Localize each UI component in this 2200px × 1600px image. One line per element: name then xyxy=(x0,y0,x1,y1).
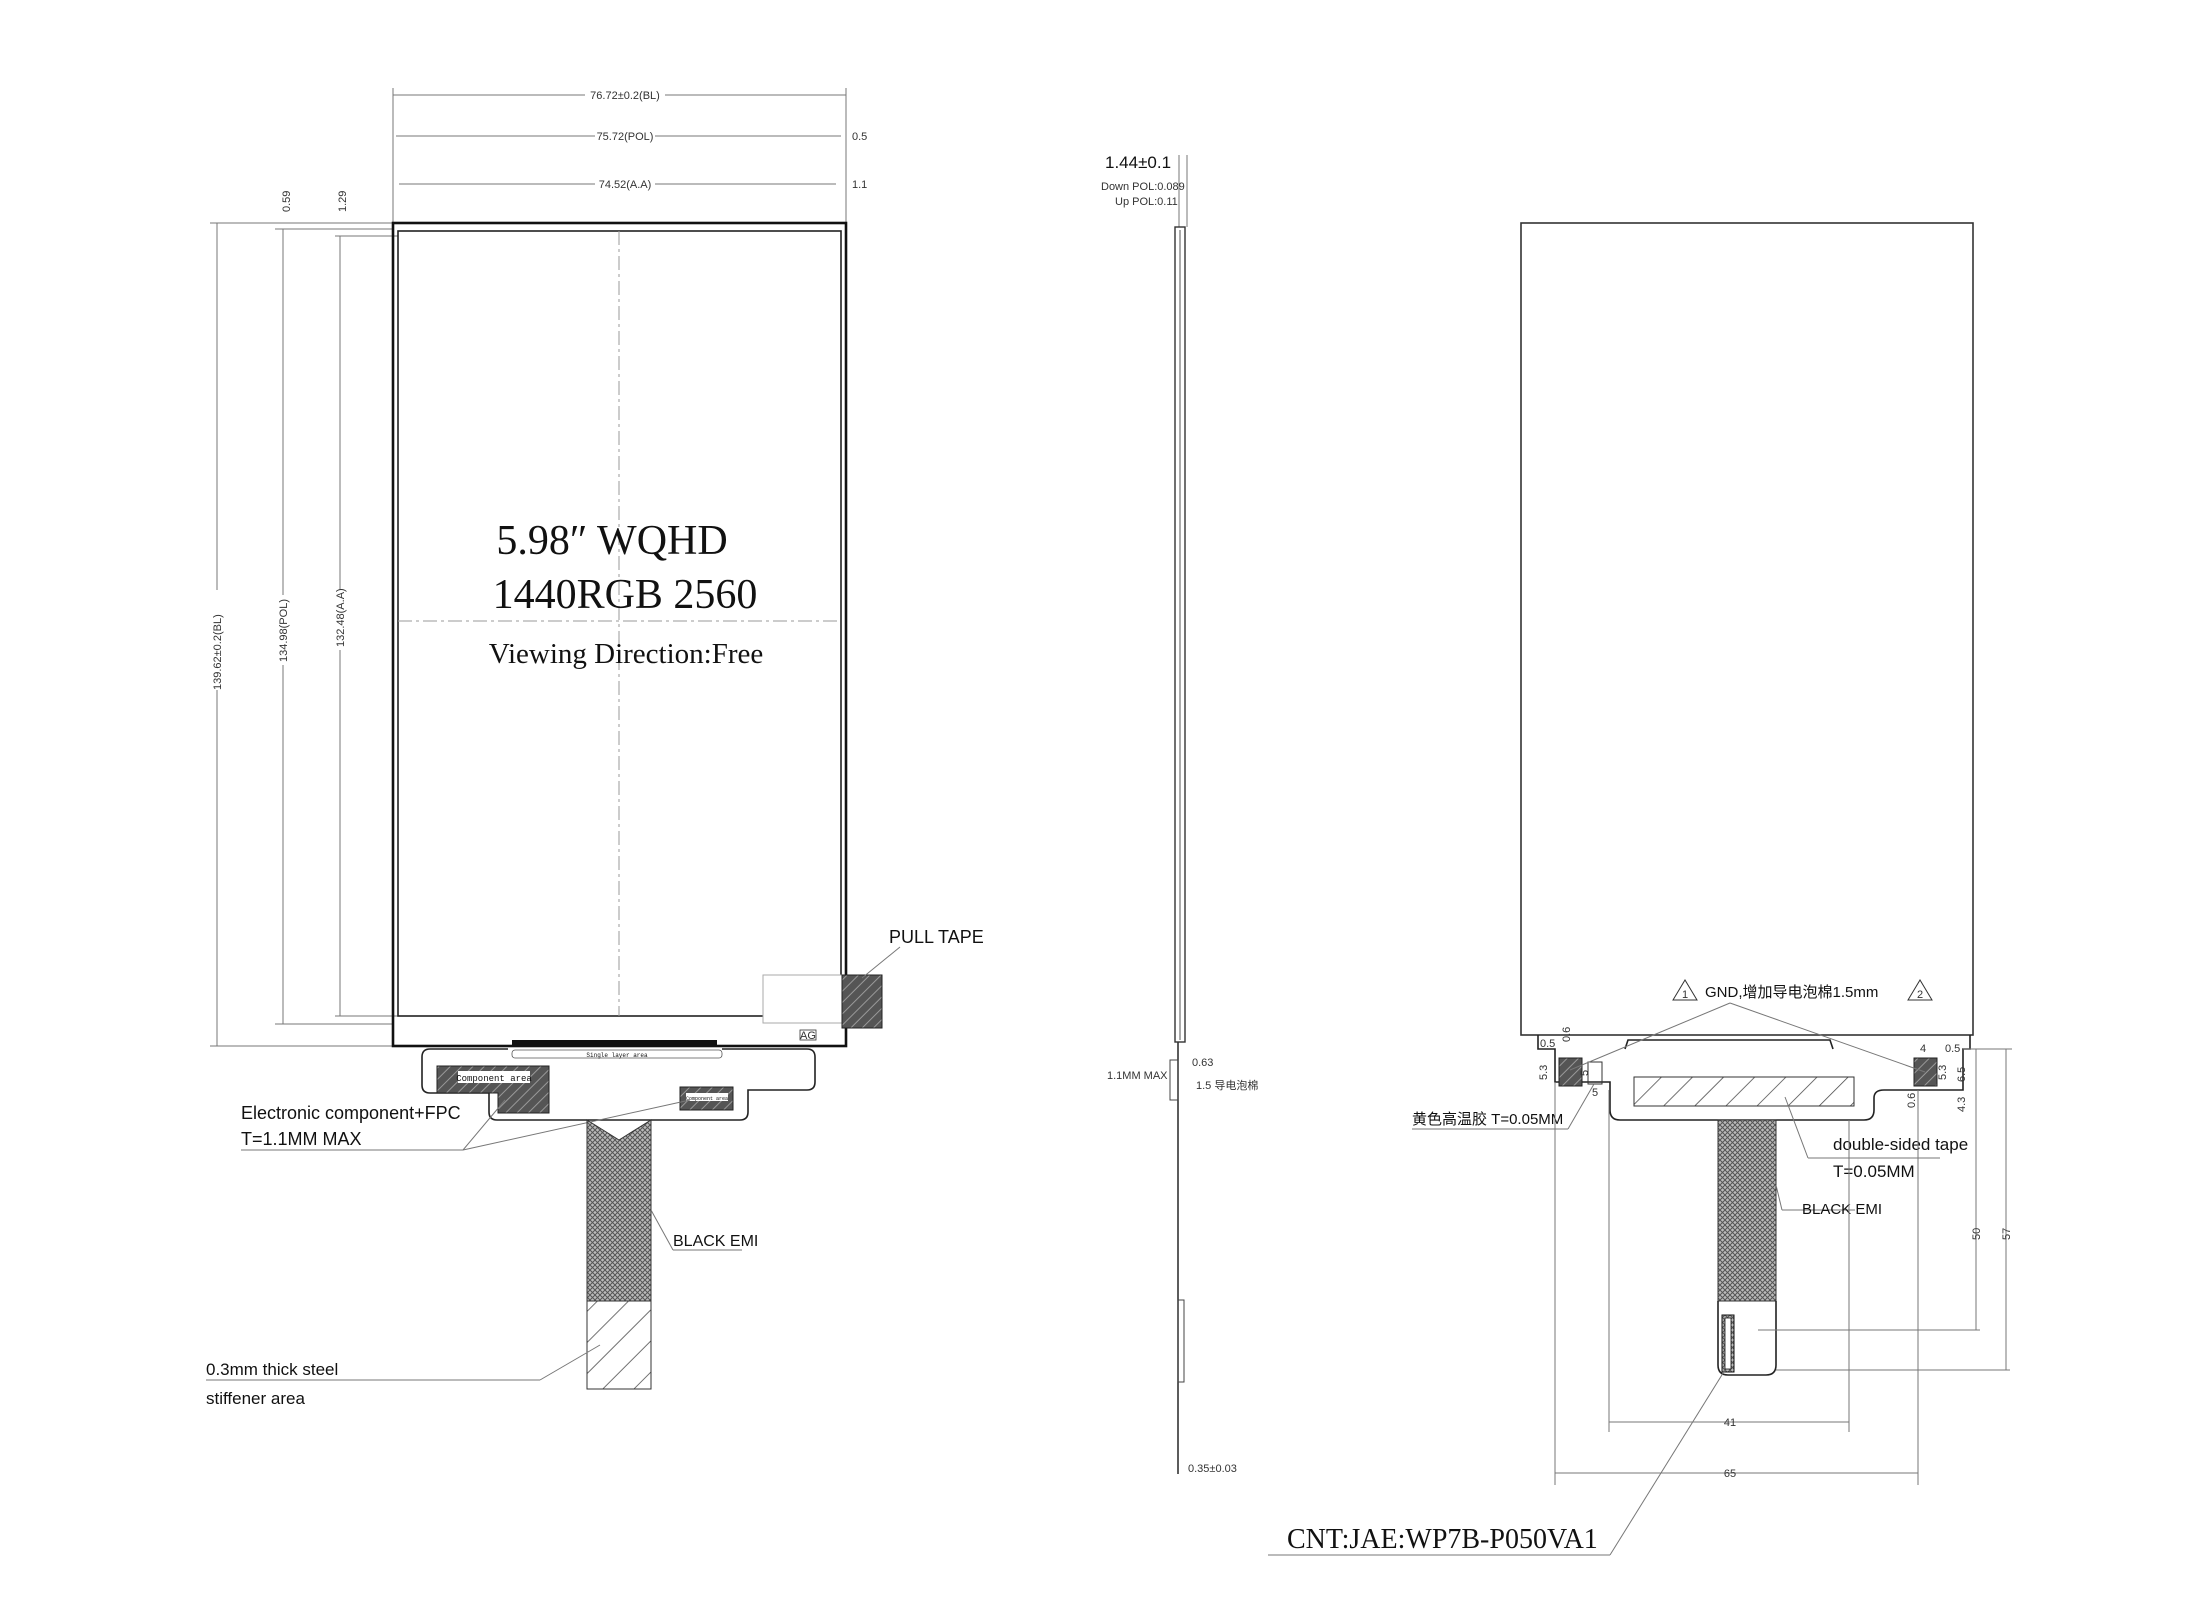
fpc-outline xyxy=(421,1048,816,1121)
dim-right-pad-w: 4 xyxy=(1920,1043,1926,1055)
dim-right-pad-h: 5.3 xyxy=(1937,1065,1949,1080)
pull-tape-label: PULL TAPE xyxy=(889,927,984,947)
dim-right-gap: 0.5 xyxy=(1945,1043,1960,1055)
rear-black-emi xyxy=(1717,1119,1777,1302)
double-sided-tape xyxy=(1633,1076,1855,1107)
marker-1: 1 xyxy=(1682,989,1688,1001)
backlight-rear-outline xyxy=(1520,222,1974,1036)
component-area-label: Component area xyxy=(456,1074,532,1084)
foam-dim: 1.5 导电泡棉 xyxy=(1196,1078,1258,1092)
bl-height-dim: 139.62±0.2(BL) xyxy=(212,614,224,690)
pull-tape xyxy=(841,974,883,1029)
dim-57: 57 xyxy=(2001,1228,2013,1240)
bonding-strip xyxy=(512,1040,717,1047)
right-pol-offset-dim: 0.5 xyxy=(852,131,867,143)
double-tape-thickness: T=0.05MM xyxy=(1833,1162,1915,1181)
viewing-direction: Viewing Direction:Free xyxy=(489,638,763,670)
top-aa-offset-dim: 1.29 xyxy=(337,191,349,212)
rear-black-emi-label: BLACK EMI xyxy=(1802,1201,1882,1218)
double-tape-label: double-sided tape xyxy=(1833,1135,1968,1154)
aa-width-dim: 74.52(A.A) xyxy=(599,179,652,191)
stiffener-label-line1: 0.3mm thick steel xyxy=(206,1360,338,1379)
yellow-tape xyxy=(1587,1061,1603,1085)
active-area-outline xyxy=(397,230,842,1017)
black-emi xyxy=(586,1119,652,1302)
marker-2: 2 xyxy=(1917,989,1923,1001)
pol-height-dim: 134.98(POL) xyxy=(278,599,290,662)
rear-fpc-outline xyxy=(1537,1035,1971,1121)
dim-right-lower: 4.3 xyxy=(1956,1097,1968,1112)
dim-right-total: 6.5 xyxy=(1956,1067,1968,1082)
steel-stiffener xyxy=(586,1300,652,1390)
marker-triangle-1 xyxy=(1672,979,1698,1001)
top-pol-offset-dim: 0.59 xyxy=(281,191,293,212)
gnd-pad-left xyxy=(1558,1057,1583,1087)
resolution-title: 1440RGB 2560 xyxy=(493,572,758,618)
component-area-small-label: Component area xyxy=(686,1096,728,1102)
connector-label: CNT:JAE:WP7B-P050VA1 xyxy=(1287,1524,1598,1555)
pol-width-dim: 75.72(POL) xyxy=(597,131,654,143)
stiffener-side xyxy=(1177,1299,1185,1383)
gnd-note: GND,增加导电泡棉1.5mm xyxy=(1705,984,1878,1001)
rear-fpc-tail xyxy=(1717,1301,1777,1376)
dim-left-top: 0.6 xyxy=(1561,1027,1573,1042)
thickness-dim: 1.44±0.1 xyxy=(1105,153,1171,172)
black-emi-label: BLACK EMI xyxy=(673,1233,758,1250)
dim-50: 50 xyxy=(1971,1228,1983,1240)
up-pol-dim: Up POL:0.11 xyxy=(1115,196,1178,208)
dim-65: 65 xyxy=(1724,1468,1736,1480)
fpc-thickness-label: T=1.1MM MAX xyxy=(241,1129,362,1149)
electronic-component-label: Electronic component+FPC xyxy=(241,1103,461,1123)
marker-triangle-2 xyxy=(1907,979,1933,1001)
yellow-tape-label: 黄色高温胶 T=0.05MM xyxy=(1412,1111,1563,1128)
dim-right-bottom: 0.6 xyxy=(1906,1093,1918,1108)
pull-tape-light xyxy=(762,974,843,1024)
side-view: 1.44±0.1 Down POL:0.089 Up POL:0.11 1.1M… xyxy=(1101,153,1258,1475)
aa-height-dim: 132.48(A.A) xyxy=(335,588,347,647)
fpc-max-dim: 1.1MM MAX xyxy=(1107,1070,1168,1082)
dim-pad-w: 5 xyxy=(1592,1087,1598,1099)
dim-41: 41 xyxy=(1724,1417,1736,1429)
back-view: 0.5 0.6 5.3 5 5 4 0.5 5.3 6.5 0.6 4.3 1 … xyxy=(1268,222,2013,1556)
top-dimensions: 76.72±0.2(BL) 75.72(POL) 0.5 74.52(A.A) … xyxy=(281,86,867,223)
panel-side-profile xyxy=(1174,226,1186,1043)
stiffener-label-line2: stiffener area xyxy=(206,1389,305,1408)
down-pol-dim: Down POL:0.089 xyxy=(1101,181,1185,193)
dim-left-gap: 0.5 xyxy=(1540,1038,1555,1050)
gnd-pad-right xyxy=(1913,1057,1938,1087)
single-layer-label: Single layer area xyxy=(586,1052,648,1059)
dim-063: 0.63 xyxy=(1192,1057,1213,1069)
panel-size-title: 5.98″ WQHD xyxy=(496,518,727,564)
right-aa-offset-dim: 1.1 xyxy=(852,179,867,191)
ag-mark: AG xyxy=(800,1030,816,1042)
left-dimensions: 139.62±0.2(BL) 134.98(POL) 132.48(A.A) xyxy=(209,222,398,1047)
bl-width-dim: 76.72±0.2(BL) xyxy=(590,90,660,102)
dim-left-pad-h: 5.3 xyxy=(1538,1065,1550,1080)
dim-pad-h: 5 xyxy=(1579,1070,1591,1076)
front-view: 76.72±0.2(BL) 75.72(POL) 0.5 74.52(A.A) … xyxy=(206,86,984,1408)
fpc-thickness-dim: 0.35±0.03 xyxy=(1188,1463,1237,1475)
